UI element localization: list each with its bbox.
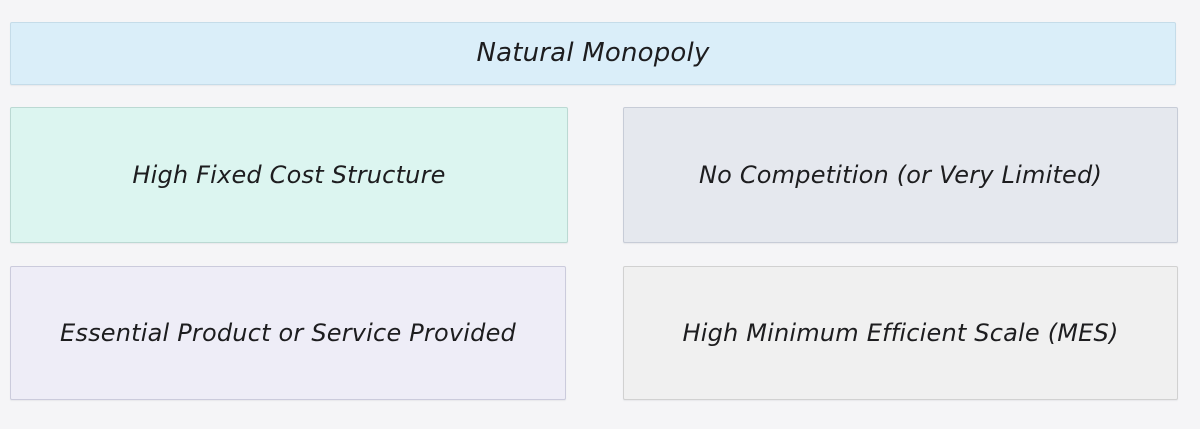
node-label-natural-monopoly: Natural Monopoly	[476, 37, 710, 68]
node-high-fixed-cost-structure[interactable]: High Fixed Cost Structure	[10, 107, 568, 243]
node-high-minimum-efficient-scale[interactable]: High Minimum Efficient Scale (MES)	[623, 266, 1178, 400]
node-label-high-fixed-cost-structure: High Fixed Cost Structure	[132, 160, 446, 189]
node-no-competition[interactable]: No Competition (or Very Limited)	[623, 107, 1178, 243]
node-natural-monopoly[interactable]: Natural Monopoly	[10, 22, 1176, 85]
node-label-high-minimum-efficient-scale: High Minimum Efficient Scale (MES)	[682, 318, 1119, 347]
node-label-no-competition: No Competition (or Very Limited)	[698, 160, 1103, 189]
node-essential-product-or-service-provided[interactable]: Essential Product or Service Provided	[10, 266, 566, 400]
node-label-essential-product-or-service-provided: Essential Product or Service Provided	[60, 318, 516, 347]
